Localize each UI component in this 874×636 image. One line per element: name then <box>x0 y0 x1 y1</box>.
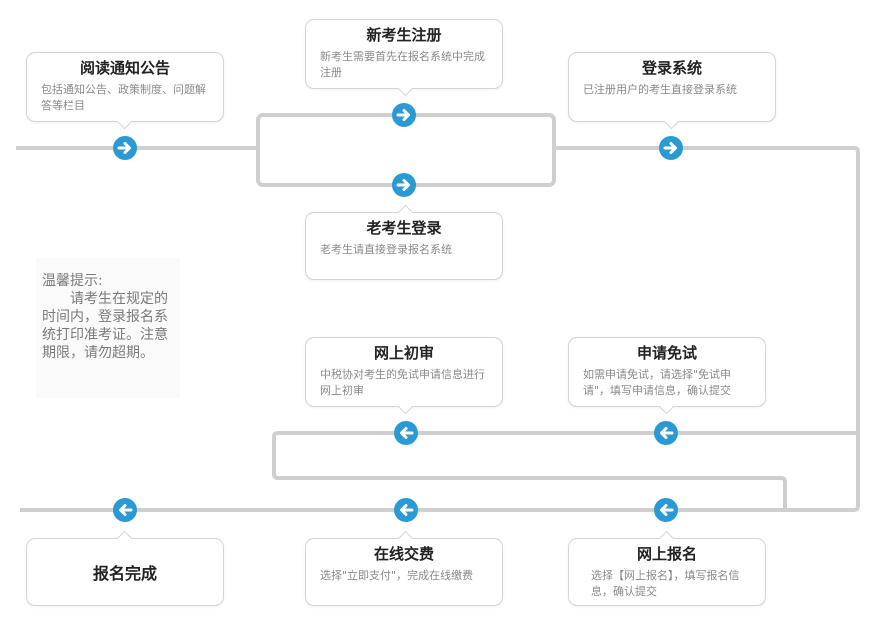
step-done-title: 报名完成 <box>92 564 157 583</box>
arrow-left-icon <box>394 498 418 522</box>
arrow-right-icon <box>392 173 416 197</box>
tip-body: 请考生在规定的时间内，登录报名系统打印准考证。注意期限，请勿超期。 <box>42 291 168 361</box>
step-apply-exempt: 申请免试 如需申请免试，请选择"免试申请"，填写申请信息，确认提交 <box>568 337 766 415</box>
step-apply-exempt-title: 申请免试 <box>636 344 697 362</box>
arrow-left-icon <box>394 421 418 445</box>
step-payment: 在线交费 选择"立即支付"，完成在线缴费 <box>305 530 503 606</box>
arrow-left-icon <box>654 421 678 445</box>
arrow-right-icon <box>659 136 683 160</box>
step-online-signup: 网上报名 选择【网上报名】，填写报名信息，确认提交 <box>568 530 766 606</box>
step-read-notice-title: 阅读通知公告 <box>79 59 170 77</box>
step-online-review-title: 网上初审 <box>373 344 434 362</box>
step-login: 登录系统 已注册用户的考生直接登录系统 <box>568 52 776 130</box>
step-online-review: 网上初审 中税协对考生的免试申请信息进行网上初审 <box>305 337 503 415</box>
step-new-register-title: 新考生注册 <box>366 26 442 44</box>
step-online-signup-title: 网上报名 <box>636 545 697 563</box>
step-old-login-desc: 老考生请直接登录报名系统 <box>320 243 452 256</box>
step-login-title: 登录系统 <box>641 59 702 77</box>
step-read-notice: 阅读通知公告 包括通知公告、政策制度、问题解答等栏目 <box>26 52 224 130</box>
arrow-left-icon <box>113 498 137 522</box>
step-new-register-desc: 新考生需要首先在报名系统中完成注册 <box>320 50 485 79</box>
arrow-right-icon <box>113 136 137 160</box>
tip-heading: 温馨提示: <box>42 273 103 289</box>
step-old-login-title: 老考生登录 <box>366 219 442 237</box>
step-online-review-desc: 中税协对考生的免试申请信息进行网上初审 <box>320 368 485 397</box>
arrow-left-icon <box>654 498 678 522</box>
tip-box: 温馨提示: 请考生在规定的时间内，登录报名系统打印准考证。注意期限，请勿超期。 <box>36 258 180 398</box>
step-read-notice-desc: 包括通知公告、政策制度、问题解答等栏目 <box>41 83 206 112</box>
step-payment-desc: 选择"立即支付"，完成在线缴费 <box>320 569 474 582</box>
step-old-login: 老考生登录 老考生请直接登录报名系统 <box>305 204 503 280</box>
step-new-register: 新考生注册 新考生需要首先在报名系统中完成注册 <box>305 19 503 97</box>
arrow-right-icon <box>392 103 416 127</box>
step-payment-title: 在线交费 <box>373 545 434 563</box>
step-login-desc: 已注册用户的考生直接登录系统 <box>583 83 737 96</box>
step-online-signup-desc: 选择【网上报名】，填写报名信息，确认提交 <box>591 569 740 598</box>
step-done: 报名完成 <box>26 530 224 606</box>
step-apply-exempt-desc: 如需申请免试，请选择"免试申请"，填写申请信息，确认提交 <box>583 368 732 397</box>
